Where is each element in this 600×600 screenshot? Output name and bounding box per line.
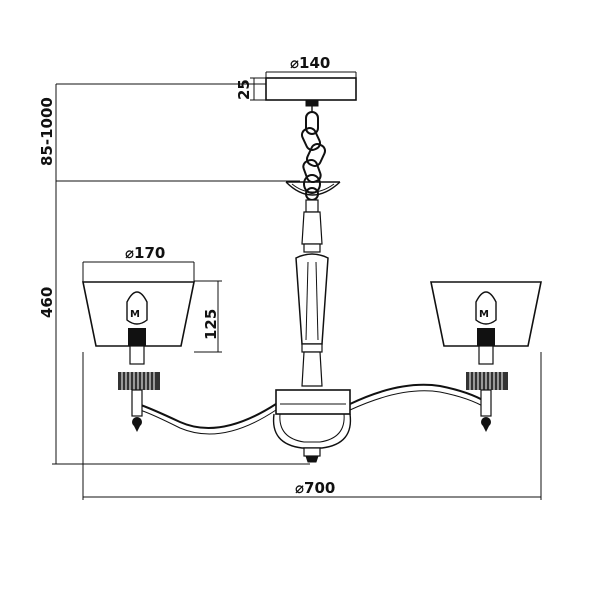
canopy-diameter-label: ⌀140 [290, 54, 330, 72]
central-column [295, 199, 329, 387]
overall-diameter-label: ⌀700 [295, 479, 335, 497]
canopy-height-label: 25 [235, 79, 253, 100]
chain-length-label: 85-1000 [38, 97, 56, 166]
left-bulb-mark: M [130, 309, 140, 320]
shade-height-label: 125 [202, 309, 220, 340]
right-lamp: M [430, 281, 542, 432]
chain [300, 106, 327, 201]
left-arm [137, 403, 277, 435]
chain-cup [285, 181, 341, 196]
left-lamp: M [82, 281, 195, 432]
right-arm [349, 383, 487, 411]
dimension-lines [52, 71, 542, 500]
right-bulb-mark: M [479, 309, 489, 320]
ceiling-canopy [265, 77, 357, 107]
central-hub [272, 389, 352, 463]
total-height-label: 460 [38, 287, 56, 318]
shade-diameter-label: ⌀170 [125, 244, 165, 262]
